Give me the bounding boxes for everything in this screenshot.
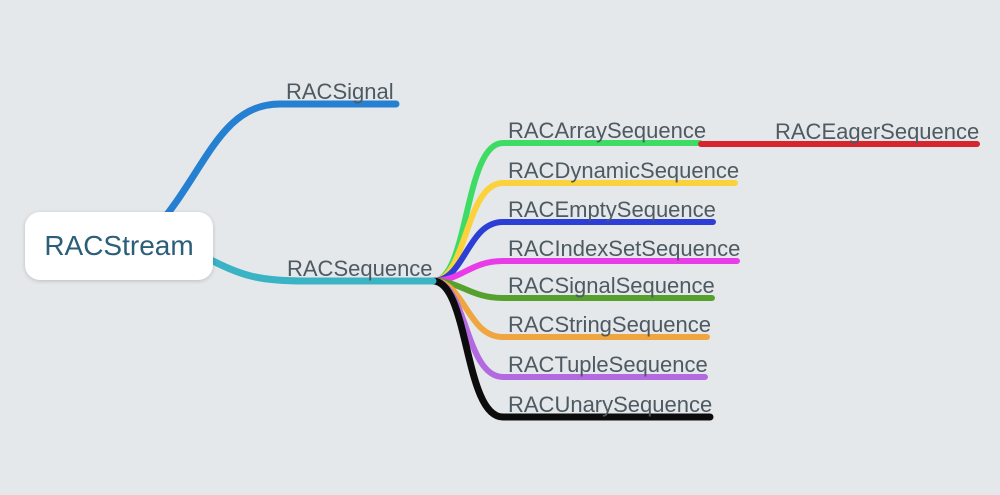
node-label-raceagersequence[interactable]: RACEagerSequence [775,119,980,144]
node-label-racemptysequence[interactable]: RACEmptySequence [508,197,716,222]
node-label-racsignal[interactable]: RACSignal [286,79,394,104]
node-label-racstringsequence[interactable]: RACStringSequence [508,312,712,337]
node-label-racunarysequence[interactable]: RACUnarySequence [508,392,713,417]
branch-line-racsignal [146,100,400,239]
branch-line-racsequence [201,253,437,285]
node-label-ractuplesequence[interactable]: RACTupleSequence [508,352,708,377]
node-label-racdynamicsequence[interactable]: RACDynamicSequence [508,158,740,183]
node-label-racstream: RACStream [44,230,194,261]
node-label-racsequence[interactable]: RACSequence [287,256,433,281]
node-label-racsignalsequence[interactable]: RACSignalSequence [508,273,715,298]
node-label-racindexsetsequence[interactable]: RACIndexSetSequence [508,236,741,261]
node-racstream[interactable]: RACStream [25,212,213,280]
branch-line-racunarysequence [429,277,714,421]
node-label-racarraysequence[interactable]: RACArraySequence [508,118,707,143]
